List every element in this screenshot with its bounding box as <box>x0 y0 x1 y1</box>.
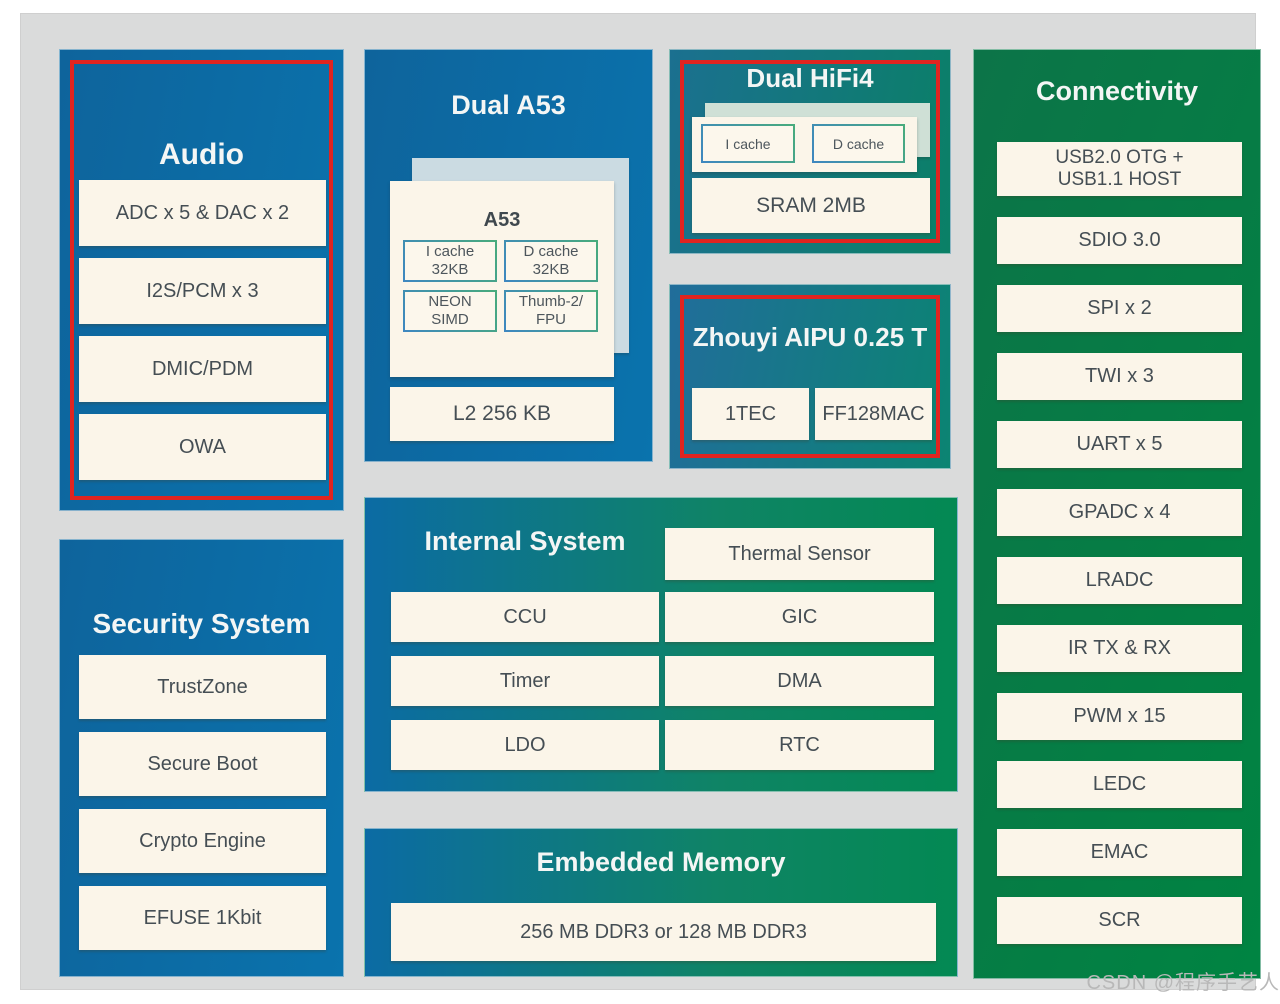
internal-item-timer: Timer <box>391 656 659 706</box>
conn-item-spi: SPI x 2 <box>997 285 1242 332</box>
connectivity-block-title: Connectivity <box>1035 76 1199 106</box>
audio-block: Audio ADC x 5 & DAC x 2 I2S/PCM x 3 DMIC… <box>59 49 344 511</box>
dual-a53-block: Dual A53 A53 I cache 32KB D cache 32KB N… <box>364 49 653 462</box>
a53-core-card: A53 I cache 32KB D cache 32KB NEON SIMD … <box>390 181 614 377</box>
conn-item-twi: TWI x 3 <box>997 353 1242 400</box>
memory-block-title: Embedded Memory <box>536 847 786 877</box>
conn-item-uart: UART x 5 <box>997 421 1242 468</box>
internal-item-ccu: CCU <box>391 592 659 642</box>
internal-item-gic: GIC <box>665 592 934 642</box>
diagram-canvas: Audio ADC x 5 & DAC x 2 I2S/PCM x 3 DMIC… <box>20 13 1261 990</box>
conn-item-emac: EMAC <box>997 829 1242 876</box>
a53-fpu-box: Thumb-2/ FPU <box>504 290 598 332</box>
zhouyi-aipu-block: Zhouyi AIPU 0.25 T 1TEC FF128MAC <box>669 284 951 469</box>
ddr3-memory-box: 256 MB DDR3 or 128 MB DDR3 <box>391 903 936 961</box>
a53-dcache-box: D cache 32KB <box>504 240 598 282</box>
a53-block-title: Dual A53 <box>451 90 566 120</box>
security-item-list: TrustZone Secure Boot Crypto Engine EFUS… <box>79 655 326 950</box>
conn-item-scr: SCR <box>997 897 1242 944</box>
audio-item-owa: OWA <box>79 414 326 480</box>
thermal-sensor-box: Thermal Sensor <box>665 528 934 580</box>
hifi4-sram-box: SRAM 2MB <box>692 178 930 233</box>
hifi4-dcache-box: D cache <box>812 124 905 163</box>
a53-core-title: A53 <box>483 209 521 231</box>
aipu-block-title: Zhouyi AIPU 0.25 T <box>692 322 928 352</box>
a53-cache-grid: I cache 32KB D cache 32KB NEON SIMD Thum… <box>403 240 598 332</box>
conn-item-ledc: LEDC <box>997 761 1242 808</box>
hifi4-block-title: Dual HiFi4 <box>746 63 874 93</box>
a53-neon-box: NEON SIMD <box>403 290 497 332</box>
aipu-tec-box: 1TEC <box>692 388 809 440</box>
conn-item-ir: IR TX & RX <box>997 625 1242 672</box>
security-system-block: Security System TrustZone Secure Boot Cr… <box>59 539 344 977</box>
audio-item-dmic-pdm: DMIC/PDM <box>79 336 326 402</box>
security-block-title: Security System <box>92 608 311 639</box>
conn-item-gpadc: GPADC x 4 <box>997 489 1242 536</box>
security-item-trustzone: TrustZone <box>79 655 326 719</box>
hifi4-core-card: I cache D cache <box>692 117 917 172</box>
a53-l2-cache-box: L2 256 KB <box>390 387 614 441</box>
internal-item-rtc: RTC <box>665 720 934 770</box>
audio-block-title: Audio <box>159 138 244 171</box>
internal-item-dma: DMA <box>665 656 934 706</box>
conn-item-usb: USB2.0 OTG + USB1.1 HOST <box>997 142 1242 196</box>
audio-item-i2s-pcm: I2S/PCM x 3 <box>79 258 326 324</box>
audio-item-list: ADC x 5 & DAC x 2 I2S/PCM x 3 DMIC/PDM O… <box>79 180 326 480</box>
connectivity-block: Connectivity USB2.0 OTG + USB1.1 HOST SD… <box>973 49 1261 979</box>
aipu-mac-box: FF128MAC <box>815 388 932 440</box>
security-item-secure-boot: Secure Boot <box>79 732 326 796</box>
security-item-crypto-engine: Crypto Engine <box>79 809 326 873</box>
csdn-watermark: CSDN @程序手艺人 <box>1086 972 1280 994</box>
security-item-efuse: EFUSE 1Kbit <box>79 886 326 950</box>
conn-item-pwm: PWM x 15 <box>997 693 1242 740</box>
internal-item-ldo: LDO <box>391 720 659 770</box>
dual-hifi4-block: Dual HiFi4 I cache D cache SRAM 2MB <box>669 49 951 254</box>
internal-system-block: Internal System Thermal Sensor CCU GIC T… <box>364 497 958 792</box>
audio-item-adc-dac: ADC x 5 & DAC x 2 <box>79 180 326 246</box>
conn-item-sdio: SDIO 3.0 <box>997 217 1242 264</box>
embedded-memory-block: Embedded Memory 256 MB DDR3 or 128 MB DD… <box>364 828 958 977</box>
a53-icache-box: I cache 32KB <box>403 240 497 282</box>
hifi4-icache-box: I cache <box>701 124 795 163</box>
conn-item-lradc: LRADC <box>997 557 1242 604</box>
internal-block-title: Internal System <box>424 526 626 556</box>
connectivity-item-list: USB2.0 OTG + USB1.1 HOST SDIO 3.0 SPI x … <box>997 142 1242 944</box>
